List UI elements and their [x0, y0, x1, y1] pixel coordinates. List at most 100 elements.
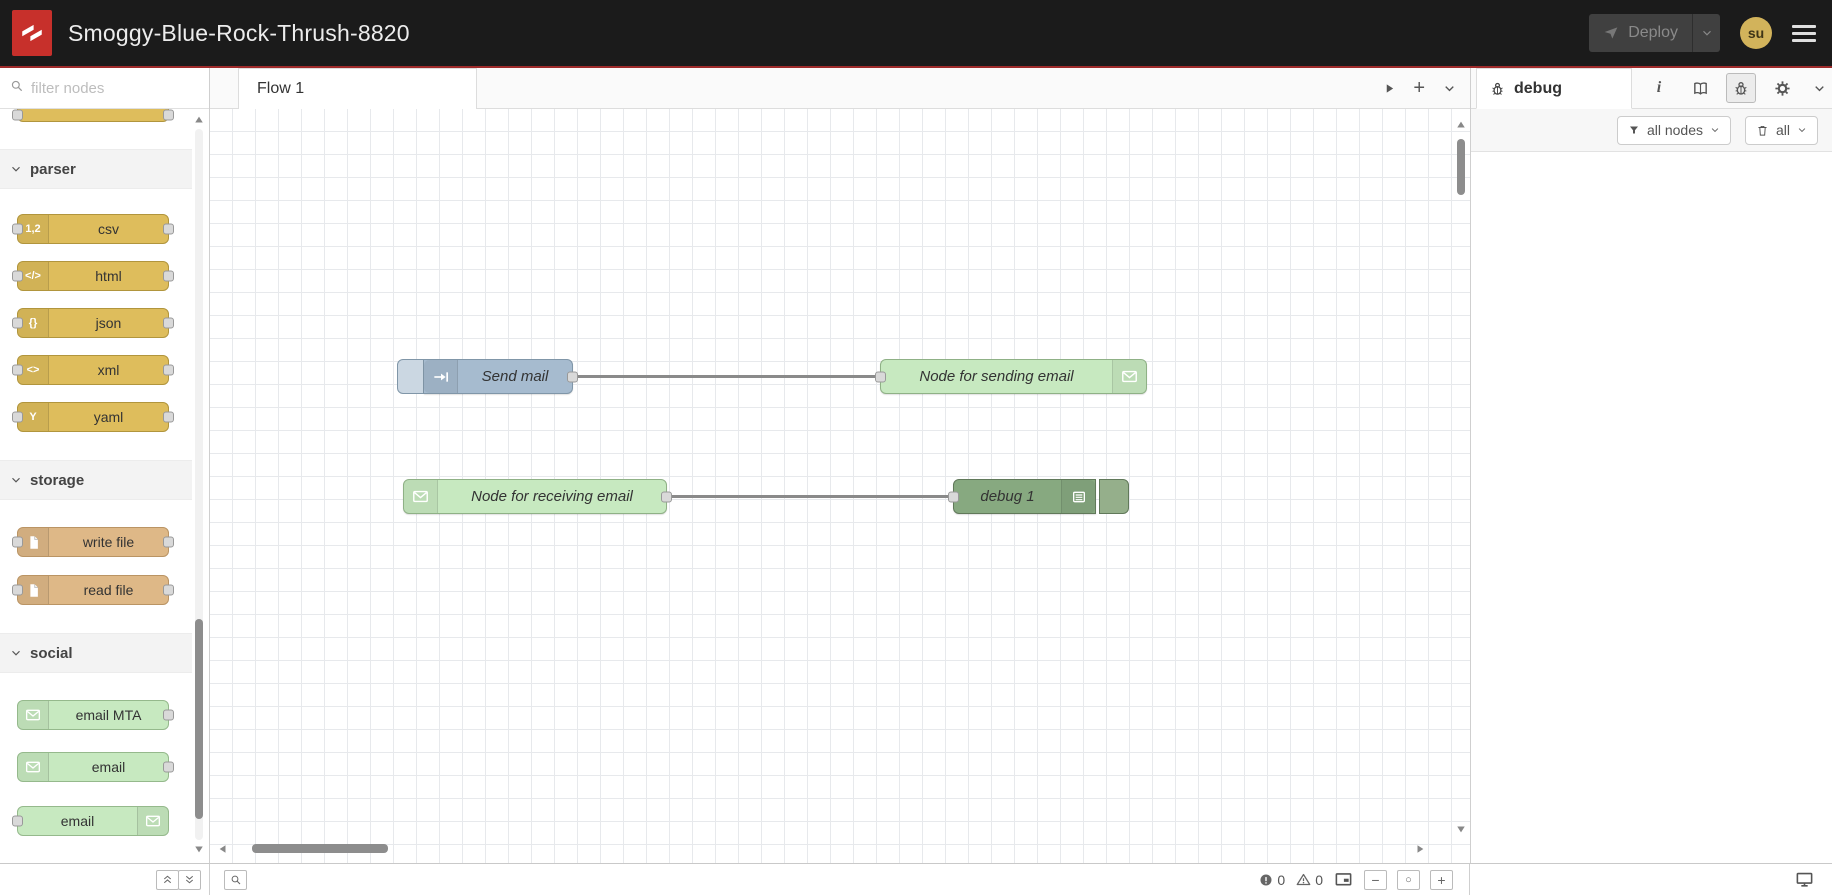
palette-category-storage[interactable]: storage: [0, 460, 192, 500]
scroll-up-button[interactable]: [193, 114, 205, 126]
palette-node-json[interactable]: {} json: [12, 308, 174, 338]
scroll-left-button[interactable]: [216, 842, 229, 855]
zoom-reset-button[interactable]: ○: [1397, 869, 1420, 890]
input-port: [12, 584, 23, 596]
main-menu-button[interactable]: [1792, 24, 1816, 42]
input-port: [12, 317, 23, 329]
expand-all-categories-button[interactable]: [156, 869, 179, 890]
output-port[interactable]: [661, 491, 672, 502]
file-icon: [18, 576, 49, 604]
envelope-icon: [137, 807, 168, 835]
bug-icon: [1490, 81, 1505, 96]
search-flows-button[interactable]: [224, 869, 247, 890]
output-port: [163, 270, 174, 282]
zoom-in-button[interactable]: +: [1430, 869, 1453, 890]
inject-icon: [424, 360, 458, 393]
deploy-button[interactable]: Deploy: [1589, 14, 1692, 52]
palette-search-input[interactable]: [31, 79, 199, 97]
palette-node-read-file[interactable]: read file: [12, 575, 174, 605]
tab-debug-icon[interactable]: [1726, 73, 1756, 103]
node-debug-1[interactable]: debug 1: [948, 479, 1129, 514]
funnel-icon: [1628, 124, 1640, 136]
scrollbar-thumb[interactable]: [195, 619, 203, 819]
output-port: [163, 536, 174, 548]
canvas-footer-right: 0 0 − ○ +: [1259, 869, 1453, 890]
scroll-right-button[interactable]: [1413, 842, 1426, 855]
deploy-button-group: Deploy: [1589, 14, 1720, 52]
scrollbar-track[interactable]: [195, 129, 203, 840]
book-icon: [1692, 80, 1709, 97]
debug-output-icon: [1061, 480, 1095, 513]
debug-filter-button[interactable]: all nodes: [1616, 115, 1731, 145]
header-actions: Deploy su: [1589, 14, 1816, 52]
bug-icon: [1733, 80, 1749, 96]
chevron-down-icon: [10, 163, 22, 175]
tab-flow-1[interactable]: Flow 1: [238, 68, 477, 109]
input-port: [12, 270, 23, 282]
palette-node-csv[interactable]: 1,2 csv: [12, 214, 174, 244]
inject-button[interactable]: [397, 359, 424, 394]
node-for-sending-email[interactable]: Node for sending email: [875, 359, 1147, 394]
tab-info[interactable]: i: [1644, 73, 1674, 103]
error-icon: [1259, 873, 1273, 887]
tab-help[interactable]: [1685, 73, 1715, 103]
input-port: [12, 815, 23, 827]
scroll-up-button[interactable]: [1455, 119, 1467, 131]
flow-tabbar: Flow 1 +: [210, 68, 1470, 109]
scroll-down-button[interactable]: [1455, 823, 1467, 835]
gear-icon: [1774, 80, 1791, 97]
footer: 0 0 − ○ +: [0, 863, 1832, 895]
chevron-down-icon: [10, 647, 22, 659]
debug-message-list[interactable]: [1471, 152, 1832, 863]
palette-node-xml[interactable]: <> xml: [12, 355, 174, 385]
open-console-button[interactable]: [1795, 870, 1814, 889]
wire[interactable]: [667, 495, 953, 498]
warning-count[interactable]: 0: [1296, 872, 1323, 888]
scrollbar-thumb[interactable]: [252, 844, 388, 853]
palette-node-email-in[interactable]: email: [17, 752, 174, 782]
node-for-receiving-email[interactable]: Node for receiving email: [403, 479, 672, 514]
scrollbar-thumb[interactable]: [1457, 139, 1465, 195]
palette-node-html[interactable]: </> html: [12, 261, 174, 291]
output-port: [163, 364, 174, 376]
add-flow-button[interactable]: +: [1413, 77, 1425, 99]
palette-search: [0, 68, 209, 109]
tab-scroll-right-button[interactable]: [1384, 83, 1395, 94]
deploy-options-button[interactable]: [1692, 14, 1720, 52]
debug-clear-button[interactable]: all: [1744, 115, 1818, 145]
output-port[interactable]: [567, 371, 578, 382]
palette-category-social[interactable]: social: [0, 633, 192, 673]
palette-category-parser[interactable]: parser: [0, 149, 192, 189]
debug-toolbar: all nodes all: [1471, 109, 1832, 152]
input-port[interactable]: [948, 491, 959, 502]
tab-debug[interactable]: debug: [1476, 68, 1632, 109]
flow-list-button[interactable]: [1443, 82, 1456, 95]
node-send-mail[interactable]: Send mail: [397, 359, 578, 394]
user-avatar[interactable]: su: [1740, 17, 1772, 49]
zoom-out-button[interactable]: −: [1364, 869, 1387, 890]
json-icon: {}: [18, 309, 49, 337]
debug-enable-toggle[interactable]: [1099, 479, 1129, 514]
sidebar-tab-list-button[interactable]: [1813, 68, 1826, 109]
palette-node-email-out[interactable]: email: [12, 806, 169, 836]
error-count[interactable]: 0: [1259, 872, 1285, 888]
palette-scrollbar: [193, 114, 205, 855]
tab-config-nodes[interactable]: [1767, 73, 1797, 103]
trash-icon: [1756, 124, 1769, 137]
collapse-all-categories-button[interactable]: [178, 869, 201, 890]
debug-sidebar: debug i: [1470, 68, 1832, 863]
palette-node-email-mta[interactable]: email MTA: [17, 700, 174, 730]
palette-node-write-file[interactable]: write file: [12, 527, 174, 557]
scroll-down-button[interactable]: [193, 843, 205, 855]
warning-icon: [1296, 872, 1311, 887]
palette-node-partial[interactable]: [12, 109, 174, 122]
envelope-icon: [18, 753, 49, 781]
output-port: [163, 317, 174, 329]
output-port: [163, 761, 174, 773]
input-port[interactable]: [875, 371, 886, 382]
palette-node-yaml[interactable]: Y yaml: [12, 402, 174, 432]
flow-canvas[interactable]: Send mail Node for sending email: [210, 109, 1470, 863]
wire[interactable]: [573, 375, 880, 378]
deploy-label: Deploy: [1628, 24, 1678, 41]
toggle-navigator-button[interactable]: [1334, 870, 1353, 889]
